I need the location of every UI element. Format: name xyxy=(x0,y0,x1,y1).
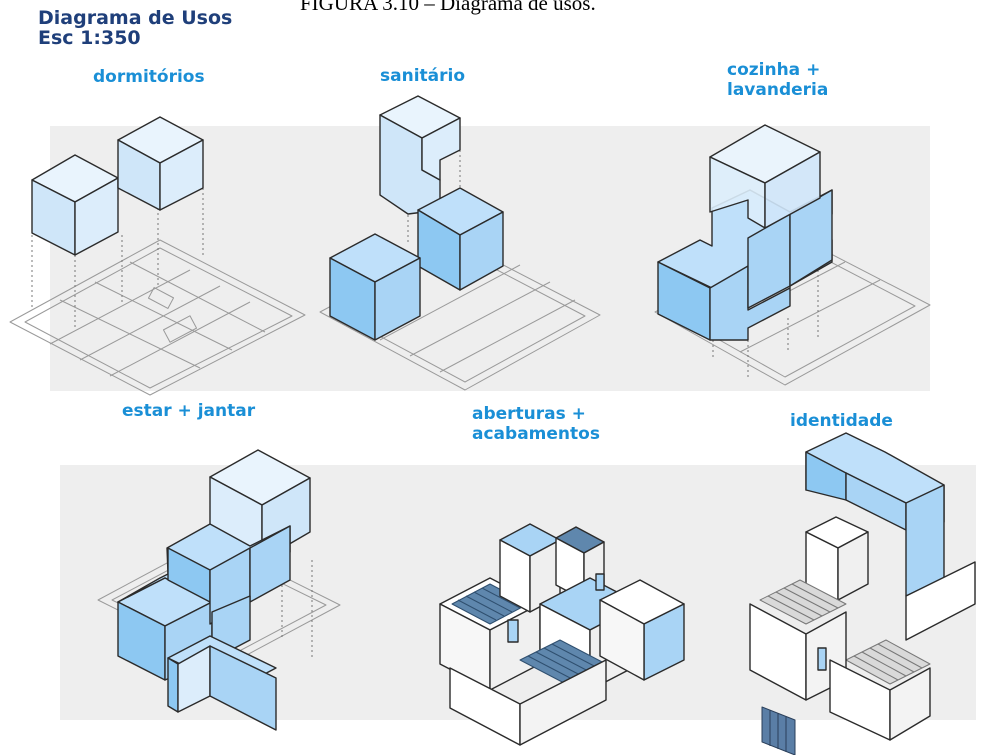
label-dormitorios: dormitórios xyxy=(93,67,205,87)
panel-dormitorios xyxy=(9,116,306,396)
panel-sanitario xyxy=(319,95,601,391)
label-estar-jantar: estar + jantar xyxy=(122,401,256,421)
volume-left xyxy=(599,599,645,681)
volume-right xyxy=(159,139,204,211)
diagram-title: Diagrama de Usos xyxy=(38,7,233,29)
volume-right xyxy=(519,659,607,746)
door xyxy=(817,647,827,671)
volume-right xyxy=(764,151,821,229)
panel-identidade xyxy=(749,432,976,755)
pergola xyxy=(759,579,847,625)
label-cozinha: cozinha + xyxy=(727,60,821,80)
volume-right xyxy=(905,561,976,641)
volume-right xyxy=(837,531,869,601)
label-acabamentos: acabamentos xyxy=(472,424,600,444)
volume-right xyxy=(889,667,931,741)
label-sanitario: sanitário xyxy=(380,66,466,86)
label-aberturas: aberturas + xyxy=(472,404,586,424)
projection-lines xyxy=(31,188,204,328)
volume-right xyxy=(249,525,291,603)
label-identidade: identidade xyxy=(790,411,893,431)
panel-estar-jantar xyxy=(97,449,341,731)
volume-right xyxy=(374,257,421,341)
volume-right xyxy=(421,117,461,181)
volume-right xyxy=(74,177,119,256)
panel-aberturas xyxy=(439,523,685,746)
panel-cozinha xyxy=(654,124,931,386)
door xyxy=(507,619,519,643)
projection-lines xyxy=(281,560,313,658)
volume-right xyxy=(459,211,504,291)
floor-plan xyxy=(9,239,306,396)
diagram-scale: Esc 1:350 xyxy=(38,27,141,49)
figure-caption: FIGURA 3.10 – Diagrama de usos. xyxy=(300,0,596,15)
volume-left xyxy=(167,657,179,713)
door xyxy=(595,573,605,591)
label-lavanderia: lavanderia xyxy=(727,80,829,100)
gate xyxy=(761,706,796,755)
pergola xyxy=(845,639,931,685)
volume-front xyxy=(209,645,277,731)
